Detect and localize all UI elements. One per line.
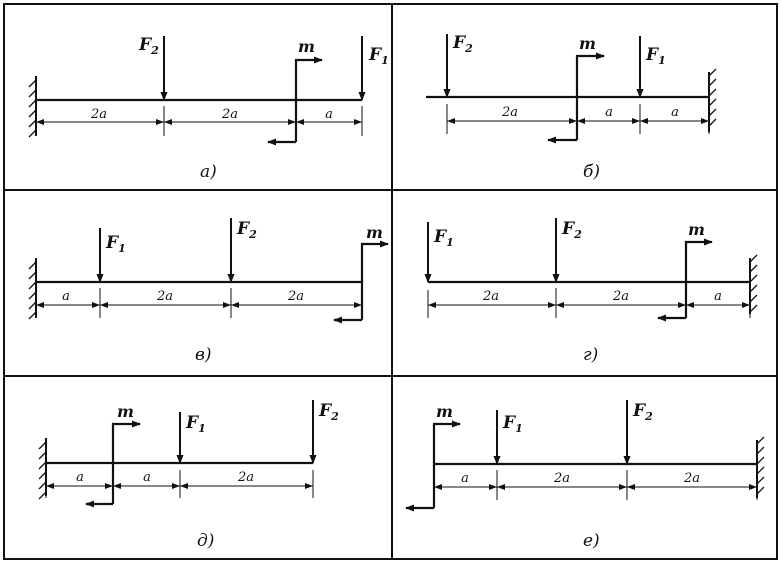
dimension-line <box>433 470 758 500</box>
force-label-f1: F1 <box>105 233 126 255</box>
moment-label: m <box>117 402 134 421</box>
panel-caption: в) <box>195 345 212 365</box>
span-label: 2a <box>553 471 570 486</box>
moment-label: m <box>366 223 383 242</box>
panel-b: 2a a a F2 F1 m б) <box>426 33 717 182</box>
span-label: 2a <box>683 471 700 486</box>
dimension-line <box>45 470 314 498</box>
span-label: a <box>143 470 151 485</box>
panel-e: a 2a 2a F1 F2 m е) <box>405 400 765 551</box>
wall-support-left <box>28 258 37 320</box>
moment-label: m <box>579 34 596 53</box>
moment-couple <box>657 238 713 322</box>
force-label-f1: F1 <box>185 413 206 435</box>
span-label: a <box>714 289 722 304</box>
moment-couple <box>85 420 141 508</box>
span-label: a <box>62 289 70 304</box>
panel-caption: д) <box>197 531 214 551</box>
force-label-f2: F2 <box>561 219 582 241</box>
wall-support-right <box>756 436 765 498</box>
span-label: 2a <box>90 107 107 122</box>
panel-caption: г) <box>583 345 598 365</box>
span-label: 2a <box>221 107 238 122</box>
moment-label: m <box>688 220 705 239</box>
panel-v: a 2a 2a F1 F2 m в) <box>28 218 389 365</box>
force-label-f2: F2 <box>632 401 653 423</box>
dimension-line <box>35 288 363 318</box>
force-label-f1: F1 <box>433 227 454 249</box>
wall-support-right <box>749 254 758 314</box>
moment-couple <box>333 240 389 324</box>
dimension-line <box>35 106 363 136</box>
panel-g: 2a 2a a F1 F2 m г) <box>424 218 758 365</box>
span-label: 2a <box>237 470 254 485</box>
span-label: a <box>605 105 613 120</box>
panel-a: 2a 2a a F2 F1 m а) <box>28 35 389 182</box>
moment-label: m <box>436 402 453 421</box>
panel-caption: е) <box>583 531 600 551</box>
force-label-f1: F1 <box>368 45 389 67</box>
force-label-f2: F2 <box>236 219 257 241</box>
span-label: 2a <box>482 289 499 304</box>
moment-couple <box>267 56 323 146</box>
span-label: 2a <box>287 289 304 304</box>
moment-couple <box>547 52 605 144</box>
force-label-f2: F2 <box>318 401 339 423</box>
dimension-line <box>427 288 751 318</box>
panel-caption: а) <box>200 162 217 182</box>
span-label: 2a <box>156 289 173 304</box>
wall-support-left <box>28 76 37 138</box>
span-label: 2a <box>501 105 518 120</box>
outer-frame <box>3 3 778 560</box>
moment-couple <box>405 420 461 512</box>
force-label-f2: F2 <box>452 33 473 55</box>
wall-support-left <box>38 438 47 500</box>
span-label: 2a <box>612 289 629 304</box>
span-label: a <box>461 471 469 486</box>
wall-support-right <box>708 68 717 132</box>
span-label: a <box>671 105 679 120</box>
span-label: a <box>76 470 84 485</box>
panel-caption: б) <box>583 162 600 182</box>
force-label-f1: F1 <box>645 45 666 67</box>
panel-d: a a 2a F1 F2 m д) <box>38 400 339 551</box>
span-label: a <box>325 107 333 122</box>
force-label-f2: F2 <box>138 35 159 57</box>
moment-label: m <box>298 37 315 56</box>
force-label-f1: F1 <box>502 413 523 435</box>
